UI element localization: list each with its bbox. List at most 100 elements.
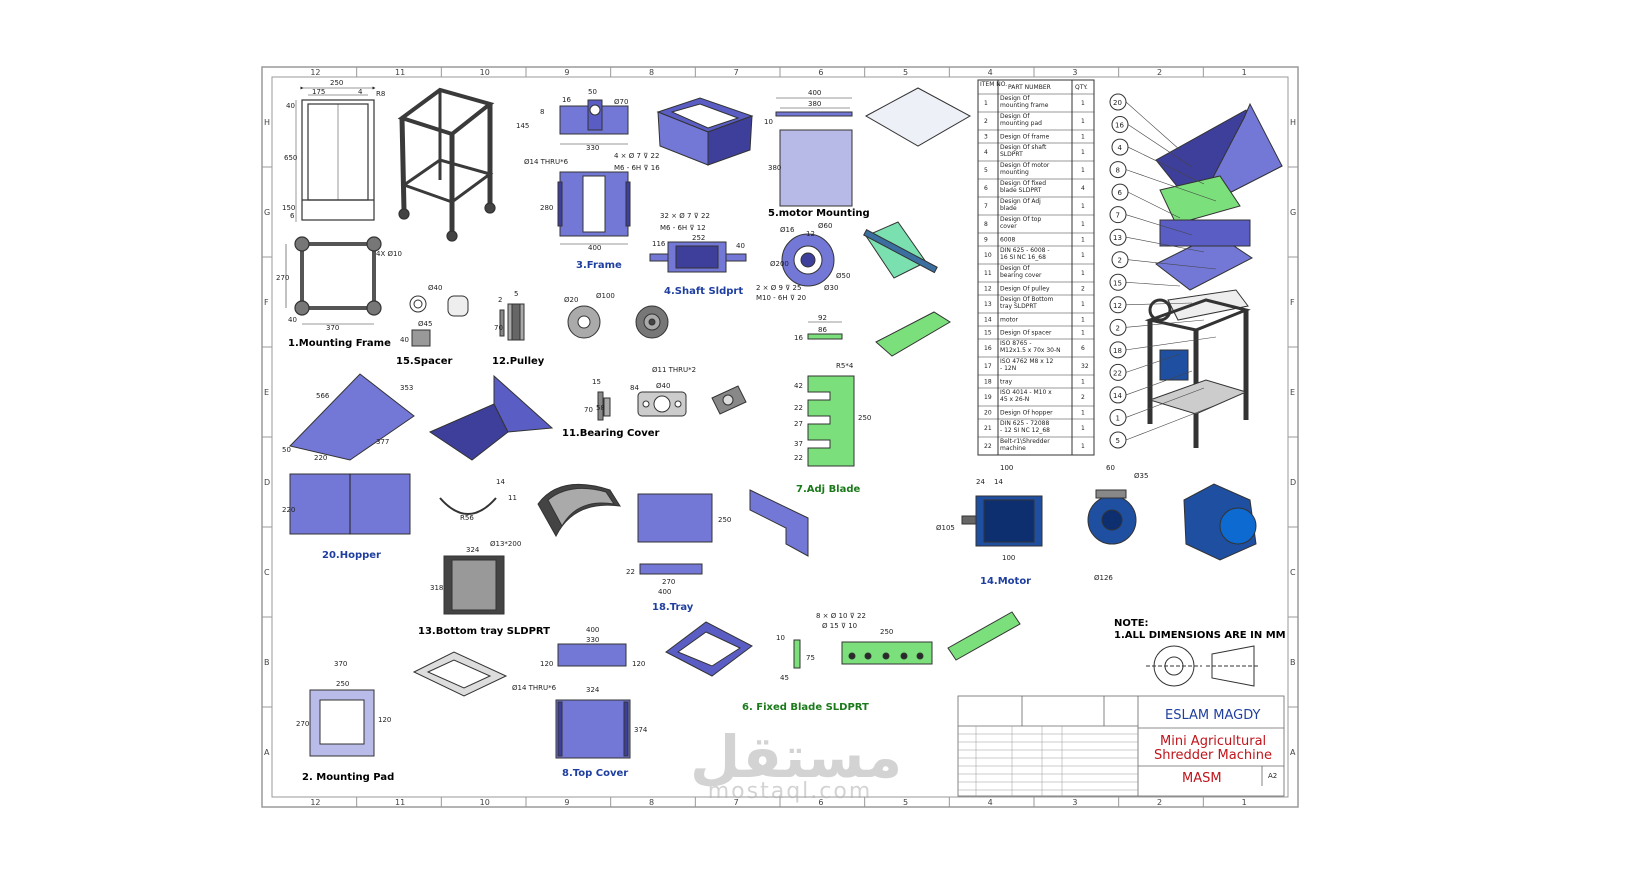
dim: 400 xyxy=(658,588,671,596)
zone-row-label: D xyxy=(1290,478,1296,487)
bom-part-number: motor xyxy=(1000,317,1019,324)
dim: 24 xyxy=(976,478,985,486)
balloon-number: 14 xyxy=(1113,392,1122,400)
bom-item-no: 19 xyxy=(984,394,992,401)
dim: 92 xyxy=(818,314,827,322)
balloon-number: 7 xyxy=(1116,212,1120,220)
balloon xyxy=(1109,341,1127,359)
drawing-title-line-1: Mini Agricultural xyxy=(1160,734,1266,749)
dim: 370 xyxy=(334,660,347,668)
dim: 2 xyxy=(498,296,502,304)
dim: 10 xyxy=(776,634,785,642)
label-mounting-pad: 2. Mounting Pad xyxy=(302,772,394,783)
bom-part-number: ISO 4762 M8 x 12- 12N xyxy=(1000,358,1054,372)
balloon xyxy=(1109,228,1127,246)
watermark-arabic: مستقل xyxy=(690,723,903,791)
bom-item-no: 18 xyxy=(984,379,992,386)
balloon-number: 4 xyxy=(1118,144,1123,152)
balloon-number: 1 xyxy=(1116,414,1120,422)
dim: 380 xyxy=(808,100,821,108)
bom-qty: 1 xyxy=(1081,118,1085,125)
dim: 250 xyxy=(718,516,731,524)
zone-row-label: E xyxy=(1290,388,1295,397)
assembly-view xyxy=(1144,102,1283,448)
dim: 566 xyxy=(316,392,330,400)
zone-col-label: 11 xyxy=(395,798,405,807)
dim: Ø30 xyxy=(824,284,838,292)
dim: 45 xyxy=(780,674,789,682)
bom-item-no: 5 xyxy=(984,167,988,174)
dim: 86 xyxy=(818,326,827,334)
bom-qty: 1 xyxy=(1081,221,1085,228)
dim: Ø126 xyxy=(1094,574,1113,582)
bom-qty: 1 xyxy=(1081,167,1085,174)
zone-col-label: 7 xyxy=(734,798,739,807)
dim: Ø105 xyxy=(936,524,955,532)
top-cover-views xyxy=(412,621,753,759)
bom-qty: 1 xyxy=(1081,379,1085,386)
dim: Ø35 xyxy=(1134,472,1148,480)
bom-qty: 4 xyxy=(1081,185,1085,192)
label-shaft: 4.Shaft Sldprt xyxy=(664,286,743,297)
label-bottom-tray: 13.Bottom tray SLDPRT xyxy=(418,626,550,637)
zone-col-label: 2 xyxy=(1157,68,1162,77)
dim: 22 xyxy=(794,404,803,412)
zone-row-label: F xyxy=(264,298,269,307)
balloon-number: 18 xyxy=(1113,347,1122,355)
bom-item-no: 11 xyxy=(984,270,992,277)
bom-item-no: 9 xyxy=(984,237,988,244)
bom-item-no: 16 xyxy=(984,345,992,352)
bom-item-no: 17 xyxy=(984,363,992,370)
bom-qty: 1 xyxy=(1081,100,1085,107)
dim: Ø20 xyxy=(564,296,578,304)
balloon xyxy=(1109,206,1127,224)
bom-qty: 1 xyxy=(1081,443,1085,450)
dim: 270 xyxy=(276,274,289,282)
zone-row-label: F xyxy=(1290,298,1295,307)
zone-row-label: A xyxy=(1290,748,1296,757)
bottom-tray-views xyxy=(443,555,505,615)
zone-row-label: A xyxy=(264,748,270,757)
balloon-number: 16 xyxy=(1115,122,1124,130)
dim: 8 × Ø 10 ⊽ 22 xyxy=(816,612,866,620)
bom-part-number: Design Of spacer xyxy=(1000,330,1052,337)
dim: 270 xyxy=(662,578,675,586)
zone-row-label: D xyxy=(264,478,270,487)
zone-col-label: 3 xyxy=(1072,68,1077,77)
bom-qty: 2 xyxy=(1081,394,1085,401)
adj-blade-views xyxy=(807,311,951,467)
sheet-size: A2 xyxy=(1268,772,1277,780)
bom-qty: 2 xyxy=(1081,286,1085,293)
zone-col-label: 9 xyxy=(564,68,569,77)
dim: 8 xyxy=(540,108,544,116)
dim: 84 xyxy=(630,384,639,392)
bom-qty: 1 xyxy=(1081,149,1085,156)
dim: 120 xyxy=(632,660,645,668)
label-hopper: 20.Hopper xyxy=(322,550,381,561)
zone-col-label: 7 xyxy=(734,68,739,77)
zone-col-label: 1 xyxy=(1242,68,1247,77)
bom-item-no: 3 xyxy=(984,134,988,141)
label-pulley: 12.Pulley xyxy=(492,356,545,367)
dim: 377 xyxy=(376,438,389,446)
bom-part-number: Design Of frame xyxy=(1000,134,1049,141)
bom-qty: 32 xyxy=(1081,363,1089,370)
dim: 250 xyxy=(330,79,343,87)
zone-col-label: 6 xyxy=(818,798,823,807)
zone-row-label: B xyxy=(1290,658,1296,667)
balloon-number: 2 xyxy=(1116,324,1120,332)
dim: 27 xyxy=(794,420,803,428)
balloon-number: 5 xyxy=(1116,437,1120,445)
balloon xyxy=(1109,161,1127,179)
balloon xyxy=(1109,431,1127,449)
zone-row-label: H xyxy=(1290,118,1296,127)
balloon xyxy=(1109,318,1127,336)
